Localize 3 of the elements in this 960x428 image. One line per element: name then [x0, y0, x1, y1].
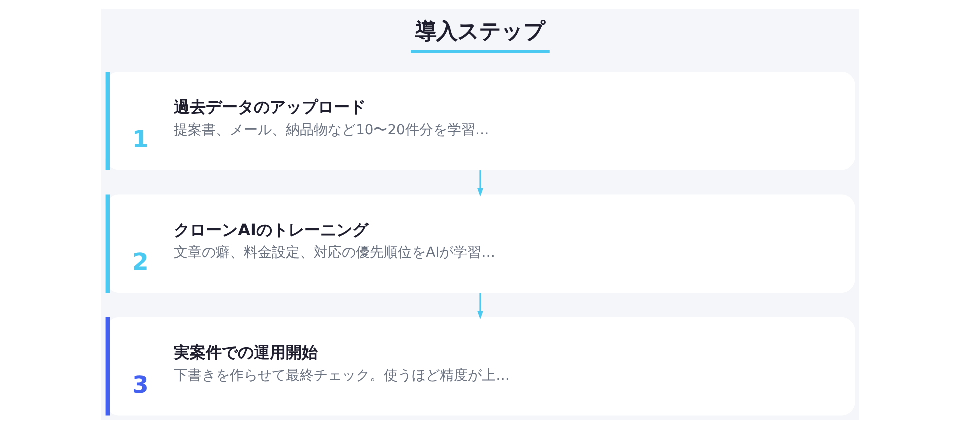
arrow: [477, 170, 483, 196]
diagram-title: 導入ステップ: [414, 18, 545, 44]
arrow: [477, 292, 483, 320]
